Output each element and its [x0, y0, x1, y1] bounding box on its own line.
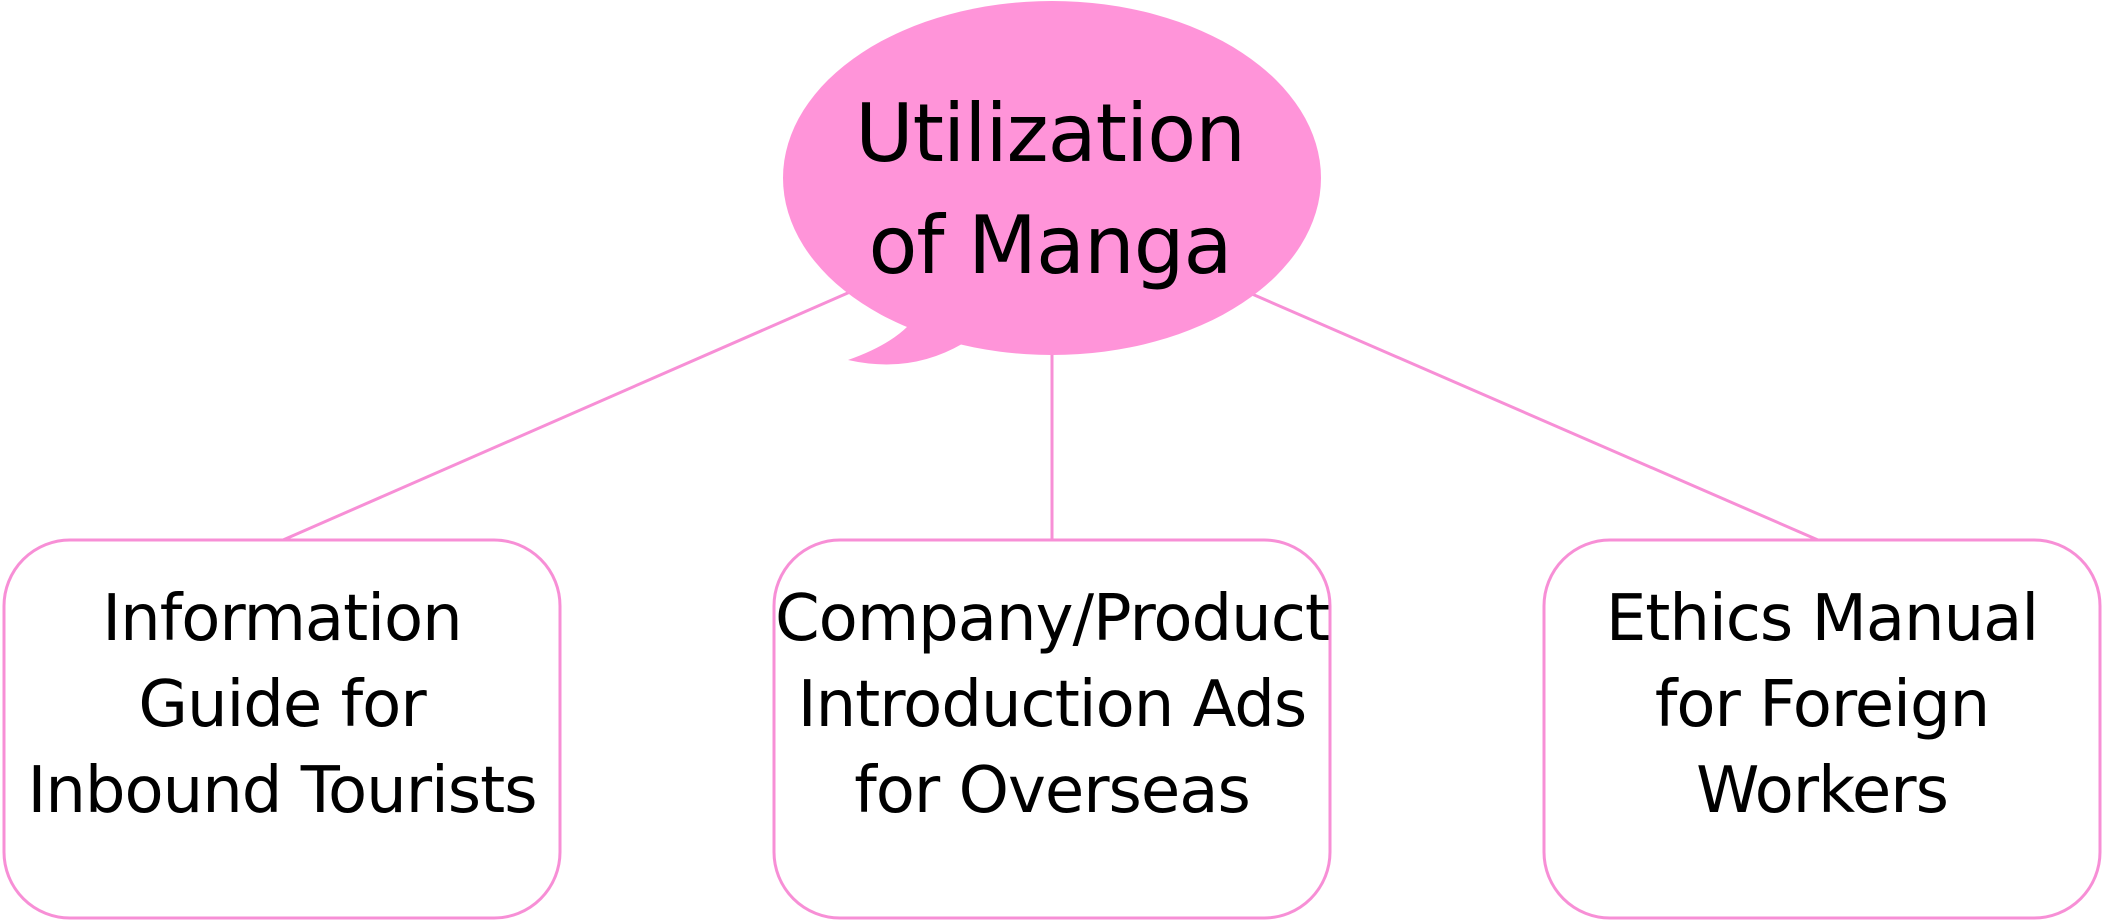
node-3-line-2: for Foreign [1654, 668, 1990, 742]
node-box-1 [2, 538, 562, 920]
connector-line-left [282, 290, 851, 542]
root-node-line-2: of Manga [868, 199, 1232, 292]
node-box-3 [1542, 538, 2102, 920]
node-2-line-3: for Overseas [854, 754, 1251, 828]
connector-line-right [1251, 292, 1819, 542]
node-1-line-3: Inbound Tourists [27, 754, 537, 828]
node-2-line-2: Introduction Ads [797, 668, 1308, 742]
speech-bubble-body [783, 1, 1321, 355]
node-1-label: Information Guide for Inbound Tourists [4, 560, 560, 850]
node-3-label: Ethics Manual for Foreign Workers [1544, 560, 2100, 850]
node-2-label: Company/Product Introduction Ads for Ove… [774, 560, 1330, 850]
root-node-label: Utilization of Manga [840, 80, 1260, 300]
node-2-line-1: Company/Product [774, 582, 1330, 656]
speech-bubble [783, 1, 1321, 365]
node-3-line-3: Workers [1696, 754, 1949, 828]
node-1-line-2: Guide for [138, 668, 426, 742]
node-box-2 [772, 538, 1332, 920]
node-3-line-1: Ethics Manual [1605, 582, 2039, 656]
speech-bubble-tail [848, 290, 1012, 365]
root-node-line-1: Utilization [855, 87, 1246, 180]
node-1-line-1: Information [102, 582, 462, 656]
